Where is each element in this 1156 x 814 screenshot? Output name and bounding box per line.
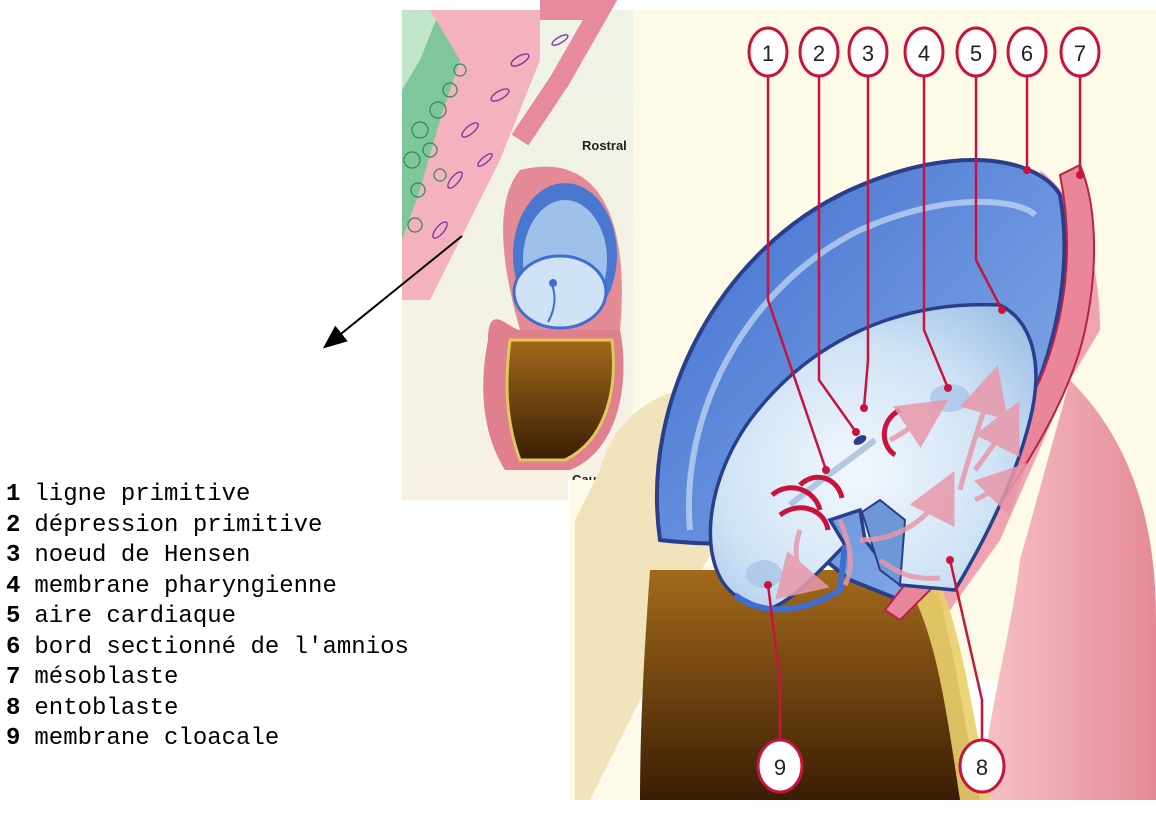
legend-item: 3 noeud de Hensen [6,541,586,572]
callout-8: 8 [960,740,1004,792]
cloacal-membrane-oval [746,560,782,588]
inset-illustration: Rostral Caudal [402,10,634,500]
callout-9: 9 [758,740,802,792]
callout-7-number: 7 [1074,41,1086,66]
callout-8-number: 8 [976,755,988,780]
legend-number: 3 [6,542,20,569]
callout-2-number: 2 [813,41,825,66]
legend-item: 5 aire cardiaque [6,602,586,633]
legend-number: 9 [6,725,20,752]
legend-text: mésoblaste [34,664,178,691]
callout-2: 2 [800,28,838,76]
legend-number: 7 [6,664,20,691]
callout-7: 7 [1061,28,1099,76]
callout-6-number: 6 [1021,41,1033,66]
callout-1: 1 [749,28,787,76]
legend-item: 6 bord sectionné de l'amnios [6,633,586,664]
legend-text: entoblaste [34,695,178,722]
legend-item: 1 ligne primitive [6,480,586,511]
legend-item: 7 mésoblaste [6,663,586,694]
legend-number: 6 [6,634,20,661]
legend-number: 8 [6,695,20,722]
inset-label-rostral: Rostral [582,138,627,153]
legend-number: 5 [6,603,20,630]
callout-5-number: 5 [970,41,982,66]
legend-text: membrane pharyngienne [34,573,336,600]
legend-number: 2 [6,512,20,539]
callout-1-number: 1 [762,41,774,66]
legend-number: 1 [6,481,20,508]
legend-text: bord sectionné de l'amnios [34,634,408,661]
legend-item: 4 membrane pharyngienne [6,572,586,603]
legend-text: noeud de Hensen [34,542,250,569]
legend-text: aire cardiaque [34,603,236,630]
callout-5: 5 [957,28,995,76]
legend-text: dépression primitive [34,512,322,539]
callout-4: 4 [905,28,943,76]
legend-item: 8 entoblaste [6,694,586,725]
legend-item: 2 dépression primitive [6,511,586,542]
legend-number: 4 [6,573,20,600]
legend: 1 ligne primitive 2 dépression primitive 3… [6,480,586,755]
callout-3: 3 [849,28,887,76]
callout-9-number: 9 [774,755,786,780]
legend-text: ligne primitive [34,481,250,508]
legend-item: 9 membrane cloacale [6,724,586,755]
callout-4-number: 4 [918,41,930,66]
callout-6: 6 [1008,28,1046,76]
legend-text: membrane cloacale [34,725,279,752]
callout-3-number: 3 [862,41,874,66]
